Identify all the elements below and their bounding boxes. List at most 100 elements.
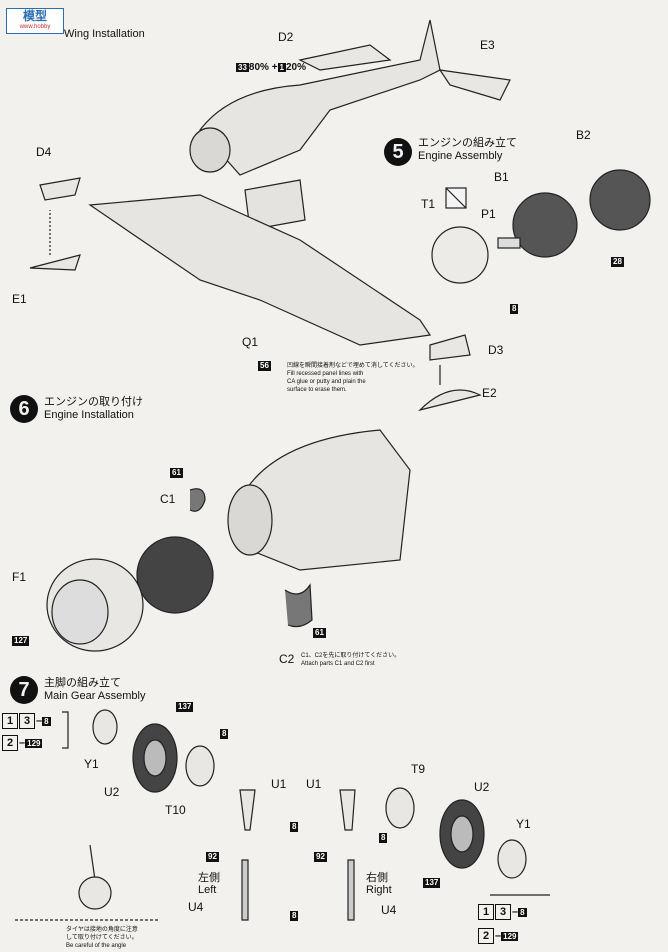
part-u1-right [339,789,356,831]
paint-number-1: 1 [277,63,286,72]
part-label-p1: P1 [481,207,496,221]
right-label-en: Right [366,884,392,896]
color-8-t9: 8 [379,833,388,843]
step-7-title-en: Main Gear Assembly [44,690,146,702]
c-note-jp: C1、C2を先に取り付けてください。 [301,653,401,659]
color-129-right: 129 [501,932,519,941]
tire-note: タイヤは接地の角度に注意 して取り付けてください。 Be careful of … [66,926,138,950]
part-label-t10: T10 [165,803,186,817]
mix-left-bottom: 2–129 [2,735,43,751]
part-label-f1: F1 [12,570,27,584]
left-label-en: Left [198,884,217,896]
paint-number-33: 33 [236,63,249,72]
step-7-title-jp: 主脚の組み立て [44,677,121,689]
step-6-title-jp: エンジンの取り付け [44,396,143,408]
part-label-q1: Q1 [242,335,259,349]
step-6-title: エンジンの取り付け Engine Installation [44,396,143,422]
part-label-u1-left: U1 [271,777,287,791]
color-129-left: 129 [25,739,43,748]
c-note: C1、C2を先に取り付けてください。 Attach parts C1 and C… [301,652,400,668]
color-61-c1: 61 [170,468,183,478]
color-56: 56 [258,361,271,371]
stabilizer-right [438,69,511,101]
mix-right-bottom: 2–129 [478,928,519,944]
color-61-c2: 61 [313,628,326,638]
part-u1-left [239,789,256,831]
part-label-u2-left: U2 [104,785,120,799]
part-t9 [385,787,415,829]
part-label-c1: C1 [160,492,176,506]
mix-1-box-right: 1 [478,904,494,920]
step-5-title-jp: エンジンの組み立て [418,137,517,149]
part-c2 [284,583,313,628]
part-label-y1-left: Y1 [84,757,99,771]
mix-dash-right-2: – [495,930,502,942]
part-label-d4: D4 [36,145,52,159]
site-logo: 模型 www.hobby [6,8,64,34]
part-c1 [189,488,206,512]
c-note-en: Attach parts C1 and C2 first [301,661,375,667]
fuselage-front-drawing [239,429,411,571]
tire-note-jp2: して取り付けてください。 [66,935,138,941]
step-5-number: 5 [384,138,412,166]
part-y1-left [92,709,118,745]
mix-dash-right: – [512,906,519,918]
step-6-title-en: Engine Installation [44,409,134,421]
part-label-u4-right: U4 [381,903,397,917]
color-127: 127 [12,636,30,646]
part-t1 [431,226,489,284]
part-label-e2: E2 [482,386,497,400]
color-137-right: 137 [423,878,441,888]
part-y1-right [497,839,527,879]
part-label-b2: B2 [576,128,591,142]
part-u4-right [347,859,355,921]
q1-note: 凹線を瞬間接着剤などで埋めて消してください。 Fill recessed pan… [287,362,419,394]
color-92-left: 92 [206,852,219,862]
part-label-e1: E1 [12,292,27,306]
q1-note-jp: 凹線を瞬間接着剤などで埋めて消してください。 [287,363,419,369]
part-label-t9: T9 [411,762,426,776]
wing-drawing [88,194,432,346]
mix-2-box: 2 [2,735,18,751]
step-7-number: 7 [10,676,38,704]
step-6-number: 6 [10,395,38,423]
color-137-left: 137 [176,702,194,712]
q1-note-en2: CA glue or putty and plain the [287,379,366,385]
q1-note-en3: surface to erase them. [287,387,347,393]
color-8-mix-left: 8 [42,717,51,726]
part-e2 [418,389,482,412]
part-t10 [185,745,215,787]
part-b1 [512,192,578,258]
mix-dash-2: – [19,737,26,749]
step-5-title-en: Engine Assembly [418,150,503,162]
tire-note-jp1: タイヤは接地の角度に注意 [66,927,138,933]
part-e1 [29,254,81,271]
left-label-jp: 左側 [198,872,220,884]
mix-3-box: 3 [19,713,35,729]
part-d3 [429,334,471,361]
part-label-d3: D3 [488,343,504,357]
part-label-c2: C2 [279,652,295,666]
left-label: 左側 Left [198,872,220,896]
part-label-e3: E3 [480,38,495,52]
part-d4 [39,177,81,201]
color-8-u1: 8 [290,822,299,832]
color-28: 28 [611,257,624,267]
paint-mix-text-2: 20% [286,62,307,73]
part-label-t1: T1 [421,197,436,211]
q1-note-en1: Fill recessed panel lines with [287,371,364,377]
mix-2-box-right: 2 [478,928,494,944]
color-92-right: 92 [314,852,327,862]
engine-drawing [136,536,214,614]
mix-1-box: 1 [2,713,18,729]
step-7-title: 主脚の組み立て Main Gear Assembly [44,677,145,703]
part-label-u4-left: U4 [188,900,204,914]
color-8-mix-right: 8 [518,908,527,917]
part-u4-left [241,859,249,921]
part-label-u2-right: U2 [474,780,490,794]
right-label-jp: 右側 [366,872,388,884]
